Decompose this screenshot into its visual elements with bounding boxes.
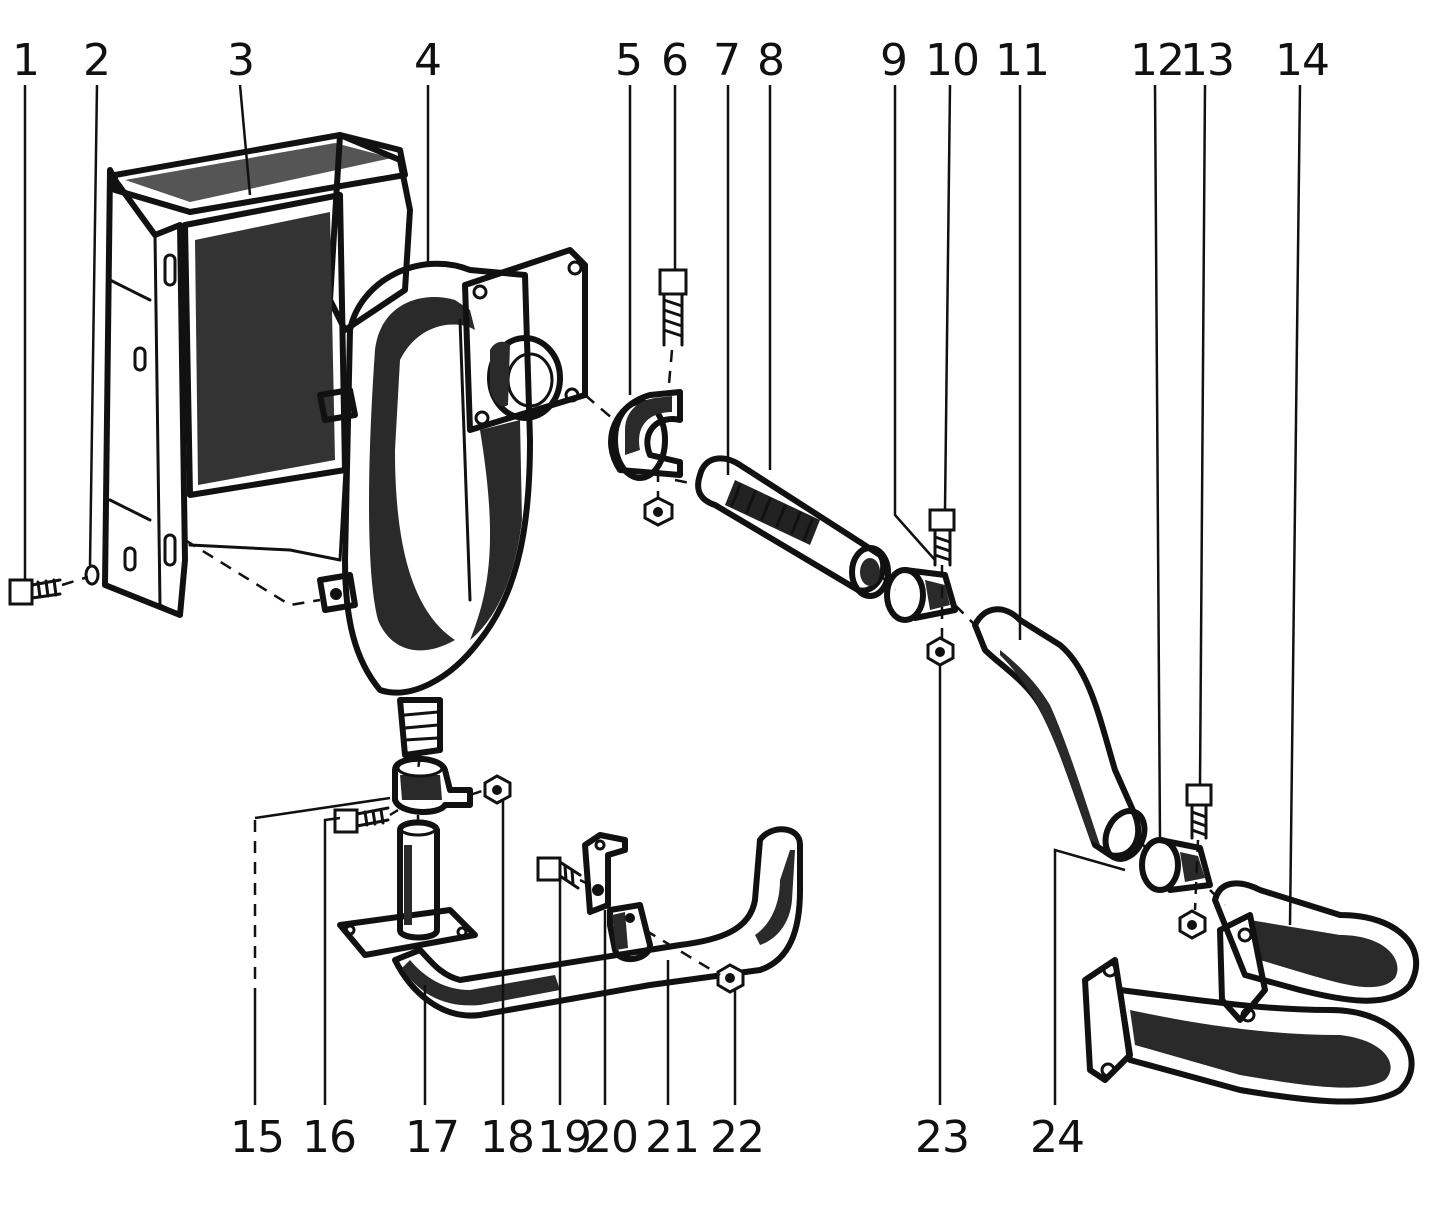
- bolt-19: [536, 856, 582, 890]
- callout-10: 10: [925, 35, 979, 86]
- callout-14: 14: [1275, 35, 1329, 86]
- heat-shield: [102, 132, 413, 618]
- callout-labels: 1 2 3 4 5 6 7 8 9 10 11 12 13 14 15 16 1…: [12, 35, 1330, 1163]
- callout-7: 7: [713, 35, 740, 86]
- callout-15: 15: [230, 1112, 284, 1163]
- callout-23: 23: [915, 1112, 969, 1163]
- nut-24: [1178, 909, 1207, 940]
- flex-pipe: [695, 455, 891, 599]
- callout-6: 6: [661, 35, 688, 86]
- leader-lines: [23, 84, 1302, 1105]
- callout-12: 12: [1130, 35, 1184, 86]
- bolt-13: [1185, 783, 1213, 840]
- callout-21: 21: [645, 1112, 699, 1163]
- tailpipe-17: [337, 819, 803, 1019]
- heat-exchanger-pipes: [1082, 880, 1420, 1105]
- pipe-11: [972, 606, 1148, 862]
- bracket-20: [582, 832, 628, 915]
- assembly-lines: [61, 349, 1226, 1000]
- callout-22: 22: [710, 1112, 764, 1163]
- callout-1: 1: [12, 35, 39, 86]
- callout-3: 3: [227, 35, 254, 86]
- bolt-6: [658, 268, 688, 347]
- callout-13: 13: [1180, 35, 1234, 86]
- silencer-body: [317, 247, 588, 758]
- callout-5: 5: [615, 35, 642, 86]
- bolt-10: [928, 508, 956, 567]
- callout-24: 24: [1030, 1112, 1084, 1163]
- gasket-ring: [608, 389, 683, 481]
- bolt-1: [8, 578, 62, 606]
- bolt-16: [333, 806, 390, 834]
- clamp-15: [392, 755, 473, 815]
- callout-9: 9: [880, 35, 907, 86]
- nut-5: [643, 496, 674, 527]
- clamp-21: [607, 902, 653, 962]
- callout-11: 11: [995, 35, 1049, 86]
- nut-22: [716, 963, 745, 994]
- washer-2: [84, 564, 100, 586]
- clamp-12: [1139, 837, 1213, 893]
- callout-19: 19: [537, 1112, 591, 1163]
- nut-23: [926, 636, 955, 667]
- callout-2: 2: [83, 35, 110, 86]
- callout-16: 16: [302, 1112, 356, 1163]
- callout-20: 20: [584, 1112, 638, 1163]
- clamp-9: [884, 567, 958, 623]
- callout-8: 8: [757, 35, 784, 86]
- callout-4: 4: [414, 35, 441, 86]
- nut-18: [483, 774, 512, 805]
- callout-17: 17: [405, 1112, 459, 1163]
- callout-18: 18: [480, 1112, 534, 1163]
